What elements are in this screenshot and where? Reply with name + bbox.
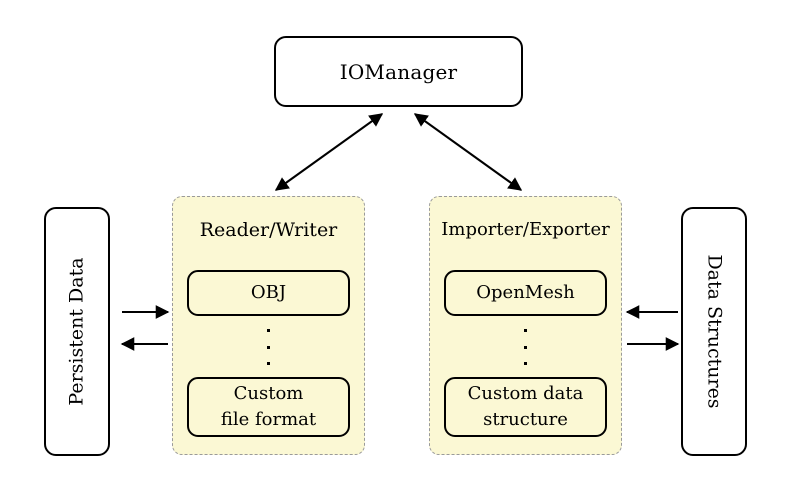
ellipsis-importer-exporter — [430, 325, 621, 369]
arrow-manager-readerwriter — [274, 113, 384, 191]
group-importer-exporter-title: Importer/Exporter — [441, 219, 610, 240]
ellipsis-dot — [524, 362, 527, 365]
node-iomanager[interactable]: IOManager — [274, 36, 523, 107]
ellipsis-dot — [267, 329, 270, 332]
ellipsis-dot — [524, 345, 527, 349]
ellipsis-dot — [524, 329, 527, 332]
ellipsis-dot — [267, 345, 270, 349]
persistent-data-label: Persistent Data — [65, 257, 88, 406]
group-reader-writer-title: Reader/Writer — [199, 219, 338, 241]
iomanager-label: IOManager — [339, 59, 458, 84]
arrow-manager-importerexporter — [413, 113, 523, 191]
node-data-structures[interactable]: Data Structures — [681, 207, 747, 456]
data-structures-label: Data Structures — [703, 254, 726, 409]
node-persistent-data[interactable]: Persistent Data — [44, 207, 110, 456]
leaf-obj[interactable]: OBJ — [187, 270, 350, 316]
ellipsis-reader-writer — [173, 325, 364, 369]
leaf-openmesh[interactable]: OpenMesh — [444, 270, 607, 316]
ellipsis-dot — [267, 362, 270, 365]
